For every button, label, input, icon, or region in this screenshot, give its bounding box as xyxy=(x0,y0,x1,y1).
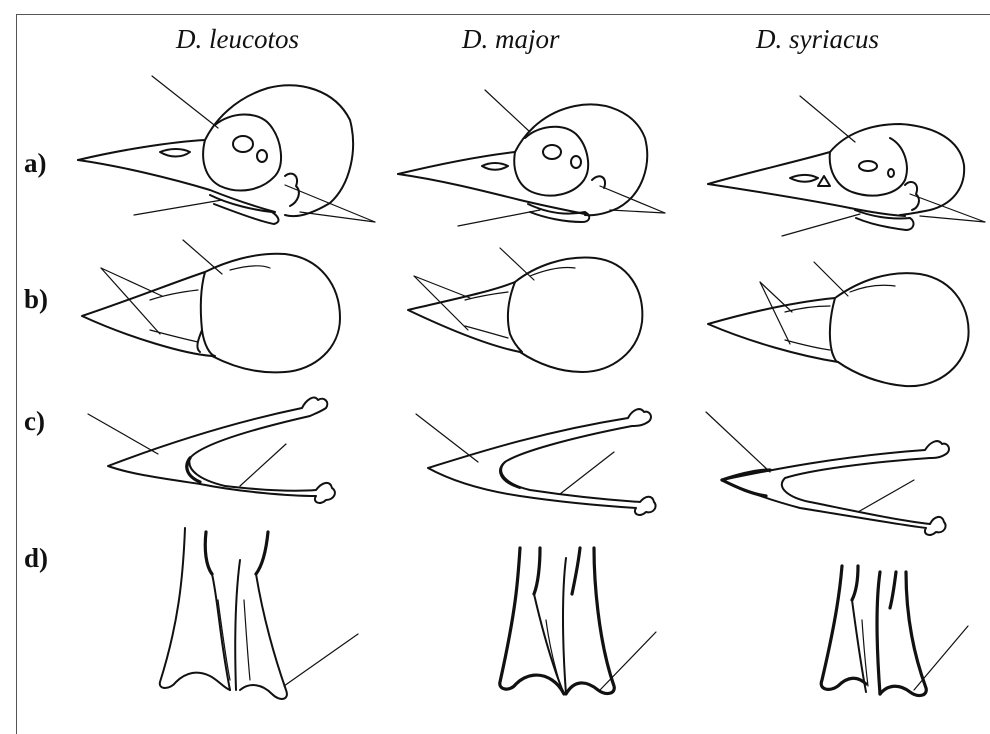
skull-dorsal-syriacus xyxy=(708,262,969,386)
tarsus-major xyxy=(500,548,656,694)
mandible-syriacus xyxy=(706,412,949,535)
skull-lateral-leucotos xyxy=(78,76,375,224)
skull-lateral-syriacus xyxy=(708,96,985,236)
skull-dorsal-leucotos xyxy=(82,240,340,372)
tarsus-syriacus xyxy=(821,566,968,695)
skull-lateral-major xyxy=(398,90,665,226)
mandible-major xyxy=(416,409,656,515)
tarsus-leucotos xyxy=(160,528,358,699)
mandible-leucotos xyxy=(88,398,335,503)
skull-dorsal-major xyxy=(408,248,642,372)
